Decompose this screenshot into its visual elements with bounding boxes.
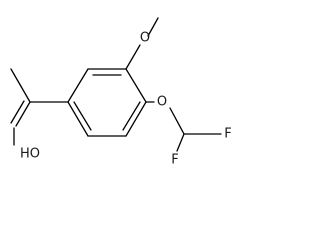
bond-imine-c-n-double-a — [15, 101, 31, 127]
benzene-ring — [67, 68, 147, 137]
methoxy-oxygen-label: O — [140, 31, 150, 46]
ring-double-bond-inner-c4-c5 — [122, 101, 141, 131]
ring-bond-c1-c2 — [67, 68, 89, 103]
bond-chf2-f-bottom — [176, 133, 185, 152]
ether-oxygen-label: O — [157, 95, 167, 110]
hydroxyl-label: HO — [20, 147, 40, 162]
ring-double-bond-inner-c6-c1 — [73, 101, 92, 131]
chemical-structure-diagram: O O F F HO — [10, 17, 232, 168]
difluoromethoxy-group: O F F — [145, 95, 232, 168]
bond-methoxy-o-ch3 — [147, 17, 159, 37]
bond-ether-o-chf2 — [169, 107, 185, 135]
bond-imine-c-methyl — [10, 68, 31, 103]
ring-bond-c4-c5 — [125, 101, 147, 137]
ring-bond-c6-c1 — [67, 101, 89, 137]
bond-c3-methoxy-o — [125, 44, 141, 70]
fluorine-bottom-label: F — [171, 153, 178, 168]
ring-bond-c3-c4 — [125, 68, 147, 103]
fluorine-top-label: F — [224, 127, 231, 142]
oxime-side-chain: HO — [10, 68, 69, 162]
methoxy-group: O — [125, 17, 159, 70]
bond-imine-c-n-double-b — [10, 100, 25, 124]
